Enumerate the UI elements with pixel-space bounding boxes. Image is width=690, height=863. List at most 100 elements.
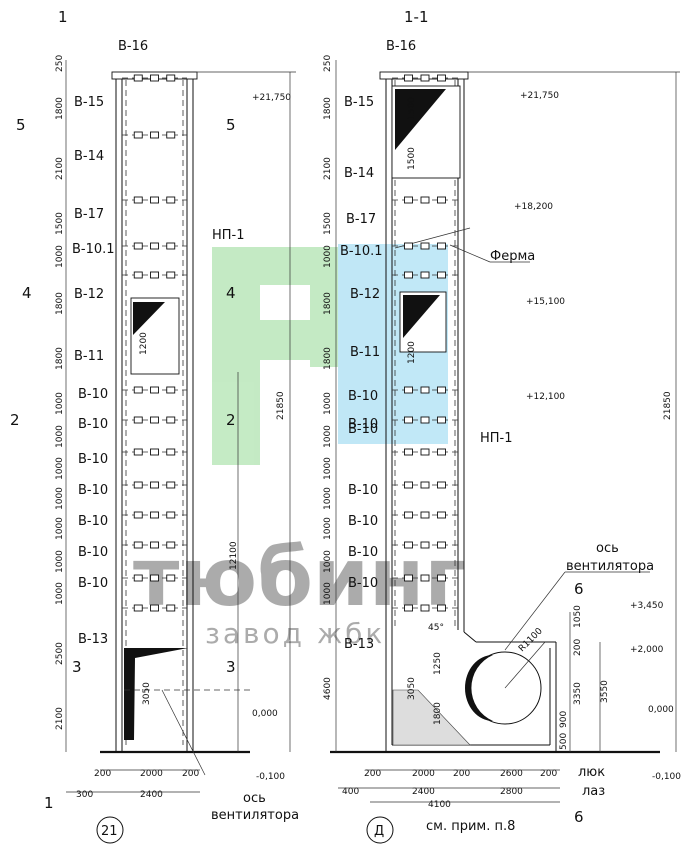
right-section (330, 71, 660, 754)
left-height-dim-1: 1800 (55, 97, 65, 120)
cut-3-right: 3 (226, 658, 236, 676)
left-height-dim-0: 250 (55, 55, 65, 72)
left-rung-4-block-2 (166, 271, 176, 279)
left-rung-0-block-2 (166, 74, 176, 82)
left-rung-10-block-1 (150, 541, 159, 549)
cut-4-right: 4 (226, 284, 236, 302)
right-height-dim-3: 1500 (323, 212, 333, 235)
right-rung-3-block-1 (420, 242, 430, 250)
label-b15-left: В-15 (74, 95, 104, 110)
left-rung-2-block-2 (166, 196, 176, 204)
right-height-dim-6: 1800 (323, 347, 333, 370)
right-height-dim-8: 1000 (323, 425, 333, 448)
left-rung-11-block-0 (133, 574, 143, 582)
left-height-dim-5: 1800 (55, 292, 65, 315)
left-height-dim-2: 2100 (55, 157, 65, 180)
left-height-dim-4: 1000 (55, 245, 65, 268)
dim-1800-r: 1800 (433, 702, 443, 725)
left-rung-6-block-1 (150, 416, 159, 424)
left-labels: В-16 В-15 В-14 В-17 В-10.1 В-12 В-11 В-1… (72, 39, 299, 823)
label-b10-left-4: В-10 (78, 483, 108, 498)
left-rung-1-block-1 (150, 131, 159, 139)
label-b12-right: В-12 (350, 287, 380, 302)
axis-bubble-d (366, 816, 394, 844)
dim-200-r2: 200 (453, 769, 470, 779)
dim-1500-a: 1500 (407, 97, 417, 120)
label-b14-right: В-14 (344, 166, 374, 181)
level-15100: +15,100 (526, 297, 565, 307)
left-height-dim-13: 1000 (55, 582, 65, 605)
right-height-dim-1: 1800 (323, 97, 333, 120)
label-b16-left: В-16 (118, 39, 148, 54)
right-rung-8-block-2 (437, 481, 446, 489)
label-ferma: Ферма (490, 249, 535, 264)
left-elevation (100, 71, 250, 776)
left-rung-4-block-1 (150, 271, 159, 279)
level-top-right: +21,750 (520, 91, 559, 101)
dim-200-l1: 200 (94, 769, 111, 779)
right-height-dim-10: 1000 (323, 487, 333, 510)
right-height-dim-4: 1000 (323, 245, 333, 268)
left-rung-10-block-0 (133, 541, 143, 549)
label-b10-right-6: В-10 (348, 545, 378, 560)
dim-300-l: 300 (76, 790, 93, 800)
left-rung-2-block-0 (133, 196, 143, 204)
left-rung-11-block-1 (150, 574, 159, 582)
right-rung-9-block-2 (437, 511, 446, 519)
cut-6-bottom: 6 (574, 808, 584, 826)
cut-4-left: 4 (22, 284, 32, 302)
dim-r1100: R1100 (517, 626, 545, 654)
level-minus-left: -0,100 (256, 772, 285, 782)
right-rung-9-block-1 (420, 511, 430, 519)
right-rung-2-block-0 (404, 196, 413, 204)
level-12100: +12,100 (526, 392, 565, 402)
label-b10-right-7: В-10 (348, 576, 378, 591)
label-b101-left: В-10.1 (72, 242, 115, 257)
left-height-dim-7: 1000 (55, 392, 65, 415)
watermark-sub: завод жбк (205, 617, 385, 650)
right-rung-11-block-2 (437, 574, 446, 582)
left-rung-7-block-0 (133, 448, 143, 456)
right-rung-12-block-2 (437, 604, 446, 612)
label-luk: люк (578, 765, 605, 780)
dim-45deg: 45° (428, 623, 444, 633)
label-b17-right: В-17 (346, 212, 376, 227)
left-rung-12-block-2 (166, 604, 176, 612)
level-2000: +2,000 (630, 645, 664, 655)
dim-200-r3: 200 (540, 769, 557, 779)
left-rung-5-block-1 (150, 386, 159, 394)
left-rung-6-block-2 (166, 416, 176, 424)
axis-bubble-21 (96, 816, 124, 844)
right-rung-4-block-0 (404, 271, 413, 279)
label-b10-left-2: В-10 (78, 417, 108, 432)
right-rung-0-block-0 (404, 74, 413, 82)
dim-lines (65, 60, 680, 803)
right-height-dim-13: 1000 (323, 582, 333, 605)
right-rung-6-block-0 (404, 416, 413, 424)
dim-1200-right: 1200 (407, 341, 417, 364)
right-rung-10-block-1 (420, 541, 430, 549)
right-rung-12-block-0 (404, 604, 413, 612)
left-rung-9-block-2 (166, 511, 176, 519)
left-rung-6-block-0 (133, 416, 143, 424)
right-height-dim-0: 250 (323, 55, 333, 72)
label-note: см. прим. п.8 (426, 819, 515, 834)
left-rung-0-block-0 (133, 74, 143, 82)
label-os-right: ось (596, 541, 619, 556)
cut-2-right: 2 (226, 411, 236, 429)
left-rung-1-block-2 (166, 131, 176, 139)
level-marks: +21,750 +21,750 +18,200 +15,100 +12,100 … (252, 91, 681, 782)
dim-2400-r: 2400 (412, 787, 435, 797)
dim-3050-left: 3050 (142, 682, 152, 705)
right-height-dim-2: 2100 (323, 157, 333, 180)
right-rung-8-block-1 (420, 481, 430, 489)
left-rung-3-block-2 (166, 242, 176, 250)
left-height-dim-15: 2100 (55, 707, 65, 730)
label-b13-right: В-13 (344, 637, 374, 652)
dim-200-l2: 200 (182, 769, 199, 779)
cut-5-right: 5 (226, 116, 236, 134)
left-height-dim-14: 2500 (55, 642, 65, 665)
right-rung-8-block-0 (404, 481, 413, 489)
axis-21-label: 21 (101, 824, 118, 839)
